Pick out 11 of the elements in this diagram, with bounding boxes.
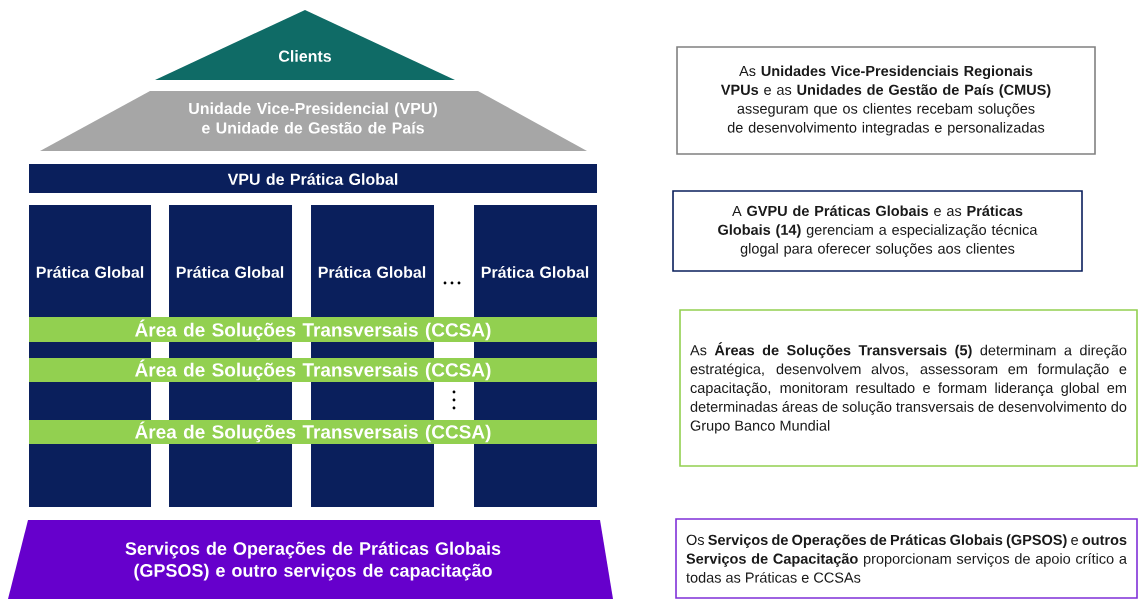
text-box: Os Serviços de Operações de Práticas Globais (GPSOS) e outros Serviços de Capacitação proporcionam serviços de apoio crítico a todas as Práticas e CCSAs — [675, 518, 1138, 599]
roof-band: Unidade Vice-Presidencial (VPU) e Unidade de Gestão de País — [40, 91, 587, 151]
cross-band: Área de Soluções Transversais (CCSA) — [29, 420, 597, 444]
cross-band: Área de Soluções Transversais (CCSA) — [29, 317, 597, 342]
header-bar: VPU de Prática Global — [29, 164, 597, 193]
roof-triangle: Clients — [155, 10, 455, 80]
cross-band: Área de Soluções Transversais (CCSA) — [29, 358, 597, 382]
base-trapezoid: Serviços de Operações de Práticas Globais (GPSOS) e outro serviços de capacitação — [8, 520, 613, 599]
text-box: A GVPU de Práticas Globais e as Práticas Globais (14) gerenciam a especialização técnica glogal para oferecer soluções aos clientes — [672, 190, 1083, 272]
text-box: As Unidades Vice-Presidenciais Regionais VPUs e as Unidades de Gestão de País (CMUS) asseguram que os clientes recebam soluções de desenvolvimento integradas e personalizadas — [676, 46, 1096, 155]
text-box: As Áreas de Soluções Transversais (5) determinam a direção estratégica, desenvolvem alvos, assessoram em formulação e capacitação, monitoram resultado e formam liderança global em determinadas áreas de solução transversais de desenvolvimento do Grupo Banco Mundial — [679, 309, 1138, 467]
